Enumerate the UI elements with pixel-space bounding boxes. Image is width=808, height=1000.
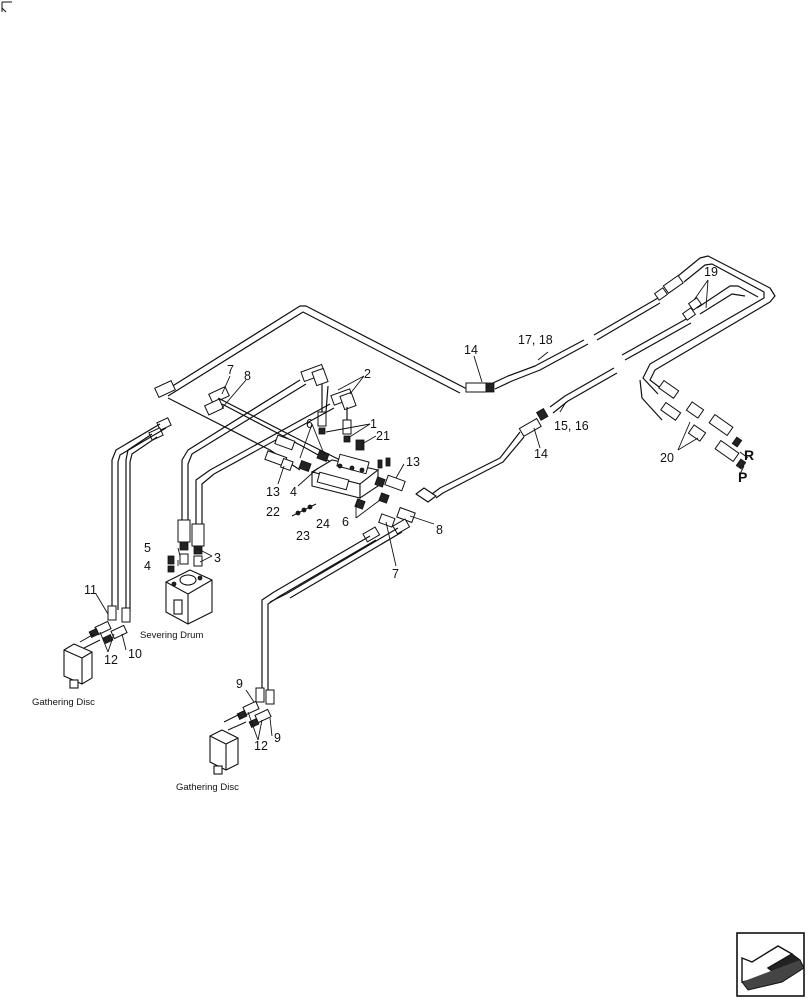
gathering-disc-lower (209, 729, 239, 775)
leader-lines (95, 279, 749, 741)
fittings-14 (465, 382, 549, 438)
callout-4-drum: 4 (144, 559, 151, 573)
callout-2: 2 (364, 367, 371, 381)
fittings-13-left (264, 434, 330, 472)
port-p-label: P (738, 469, 747, 485)
stub-lines-lower (223, 713, 247, 731)
callout-24: 24 (316, 517, 330, 531)
gathering-disc-lower-label: Gathering Disc (176, 782, 239, 793)
callout-4-valve: 4 (290, 485, 297, 499)
hose-17-18 (492, 297, 661, 390)
callout-7-upper: 7 (227, 363, 234, 377)
callout-15-16: 15, 16 (554, 419, 589, 433)
callout-22: 22 (266, 505, 280, 519)
callout-14-upper: 14 (464, 343, 478, 357)
fittings-upper-left (148, 380, 230, 441)
fittings-lower-disc (236, 687, 275, 728)
callout-7-lower: 7 (392, 567, 399, 581)
gathering-disc-upper (63, 643, 93, 689)
callout-8-lower: 8 (436, 523, 443, 537)
callout-3: 3 (214, 551, 221, 565)
callout-10: 10 (128, 647, 142, 661)
severing-drum (165, 569, 213, 625)
callout-9-right: 9 (274, 731, 281, 745)
callout-12-lower: 12 (254, 739, 268, 753)
hose-to-lower-disc (261, 527, 403, 690)
callout-13-right: 13 (406, 455, 420, 469)
callout-9-left: 9 (236, 677, 243, 691)
fittings-19 (653, 274, 703, 321)
fittings-upper-disc (88, 605, 131, 644)
hoses-left-crossing (111, 379, 341, 612)
hose-19-loop (639, 255, 776, 421)
fittings-severing (167, 519, 205, 573)
corner-mark (1, 1, 12, 13)
next-page-arrow-icon[interactable] (736, 932, 805, 997)
fittings-20 (658, 379, 747, 470)
gathering-disc-upper-label: Gathering Disc (32, 697, 95, 708)
stub-lines-upper (79, 633, 101, 649)
callout-8-upper: 8 (244, 369, 251, 383)
callout-5: 5 (144, 541, 151, 555)
small-parts-22-24 (291, 503, 317, 517)
callout-6-lower: 6 (342, 515, 349, 529)
callout-17-18: 17, 18 (518, 333, 553, 347)
valve-block (310, 453, 380, 500)
severing-drum-label: Severing Drum (140, 630, 203, 641)
callout-13-left: 13 (266, 485, 280, 499)
callout-6-upper: 6 (306, 417, 313, 431)
port-r-label: R (744, 447, 754, 463)
callout-11: 11 (84, 583, 97, 597)
callout-23: 23 (296, 529, 310, 543)
callout-21: 21 (376, 429, 390, 443)
fittings-valve-right (354, 439, 416, 543)
callout-1: 1 (370, 417, 377, 431)
callout-20: 20 (660, 451, 674, 465)
callout-19: 19 (704, 265, 718, 279)
callout-12-upper: 12 (104, 653, 118, 667)
hose-15-16 (549, 317, 692, 414)
callout-14-lower: 14 (534, 447, 548, 461)
hose-14-to-valve (415, 431, 525, 503)
